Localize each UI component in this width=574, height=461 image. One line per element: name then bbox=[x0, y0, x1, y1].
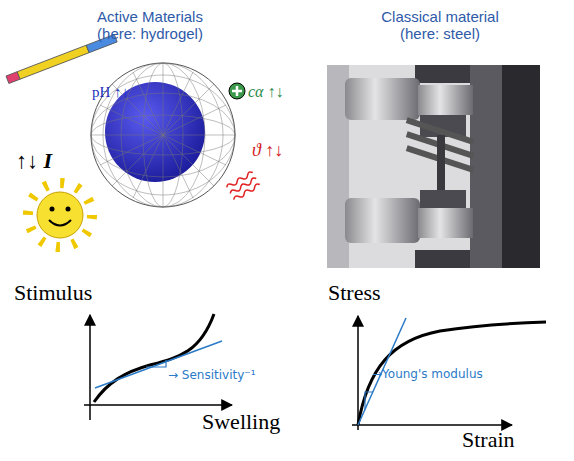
outer-mesh bbox=[91, 63, 235, 207]
sun-eye bbox=[50, 207, 55, 212]
stimulus-label: pH ↑↓ bbox=[92, 84, 129, 101]
plus-circle bbox=[229, 83, 245, 99]
wave bbox=[229, 177, 257, 195]
lower-grip bbox=[345, 198, 420, 243]
slope-triangle bbox=[146, 360, 166, 367]
sun bbox=[28, 183, 92, 247]
heat-waves bbox=[226, 171, 261, 202]
column bbox=[500, 65, 540, 268]
y-axis bbox=[357, 316, 359, 430]
column bbox=[470, 65, 502, 268]
slope-triangle bbox=[365, 392, 373, 410]
mesh-lines bbox=[91, 63, 235, 207]
lower-grip-jaw bbox=[418, 208, 473, 238]
tensile-machine-photo bbox=[327, 65, 540, 268]
column-heading: Classical material (here: steel) bbox=[370, 8, 510, 43]
x-axis bbox=[84, 404, 232, 406]
upper-grip-jaw bbox=[418, 85, 473, 115]
strip-body bbox=[17, 45, 89, 79]
wave bbox=[233, 183, 261, 201]
stimulus-label: cα ↑↓ bbox=[248, 83, 284, 101]
response-curve bbox=[94, 314, 214, 402]
axis-label: Strain bbox=[462, 427, 515, 452]
crosshead bbox=[415, 65, 470, 83]
wave bbox=[226, 171, 254, 189]
base bbox=[415, 250, 470, 268]
plus-symbol bbox=[229, 83, 245, 99]
axis-label: Stimulus bbox=[14, 280, 92, 305]
sun-smile bbox=[49, 220, 71, 226]
axis-label: Stress bbox=[328, 280, 381, 305]
plus-sign bbox=[232, 86, 242, 96]
hydrogel-sphere bbox=[91, 63, 235, 207]
axis-label: Swelling bbox=[202, 409, 280, 434]
specimen-bar bbox=[437, 135, 445, 195]
sun-disc bbox=[37, 192, 83, 238]
swelling-chart bbox=[84, 314, 232, 420]
stimulus-label: ↑↓ I bbox=[16, 148, 52, 173]
x-axis bbox=[352, 424, 512, 426]
stimulus-label: ϑ ↑↓ bbox=[252, 140, 283, 161]
annotation: → Sensitivity⁻¹ bbox=[168, 369, 256, 383]
upper-grip bbox=[345, 78, 420, 120]
annotation: →Young's modulus bbox=[372, 368, 483, 382]
sun-rays bbox=[28, 183, 92, 247]
photo-background bbox=[327, 65, 540, 268]
sun-eye bbox=[66, 207, 71, 212]
stress-strain-chart bbox=[352, 316, 546, 430]
stress-strain-curve bbox=[358, 322, 546, 425]
column-heading: Active Materials (here: hydrogel) bbox=[80, 8, 220, 43]
